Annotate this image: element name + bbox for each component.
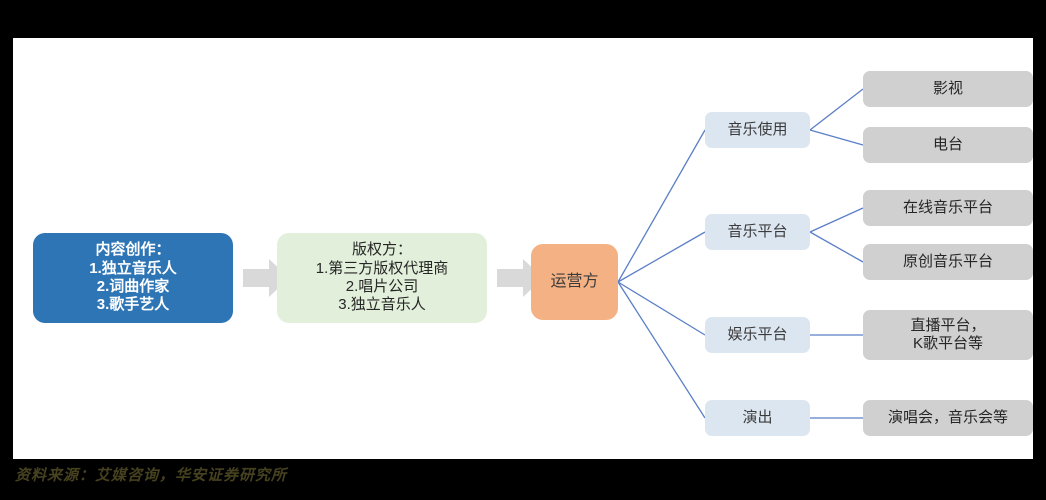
node-performance[interactable]: 演出 [705,400,810,436]
node-rights-holder[interactable]: 版权方： 1.第三方版权代理商 2.唱片公司 3.独立音乐人 [277,233,487,323]
node-music-use[interactable]: 音乐使用 [705,112,810,148]
node-concert[interactable]: 演唱会，音乐会等 [863,400,1033,436]
node-live-karaoke-platform[interactable]: 直播平台， K歌平台等 [863,310,1033,360]
connector-music-platform-to-online [809,207,864,233]
node-radio[interactable]: 电台 [863,127,1033,163]
node-entertainment-platform[interactable]: 娱乐平台 [705,317,810,353]
connector-operator-to-music-platform [617,231,706,283]
connector-music-platform-to-original [809,231,864,263]
connector-operator-to-performance [617,281,706,419]
connector-music-use-to-radio [809,129,864,146]
node-music-platform[interactable]: 音乐平台 [705,214,810,250]
connector-operator-to-music-use [617,129,706,283]
diagram-canvas: 内容创作： 1.独立音乐人 2.词曲作家 3.歌手艺人 版权方： 1.第三方版权… [13,38,1033,459]
node-content-creation[interactable]: 内容创作： 1.独立音乐人 2.词曲作家 3.歌手艺人 [33,233,233,323]
connector-operator-to-entertainment-platform [617,281,706,336]
node-original-music-platform[interactable]: 原创音乐平台 [863,244,1033,280]
node-film-tv[interactable]: 影视 [863,71,1033,107]
source-note: 资料来源：艾媒咨询，华安证券研究所 [15,468,288,484]
node-operator[interactable]: 运营方 [531,244,618,320]
node-online-music-platform[interactable]: 在线音乐平台 [863,190,1033,226]
connector-music-use-to-film [809,88,864,131]
